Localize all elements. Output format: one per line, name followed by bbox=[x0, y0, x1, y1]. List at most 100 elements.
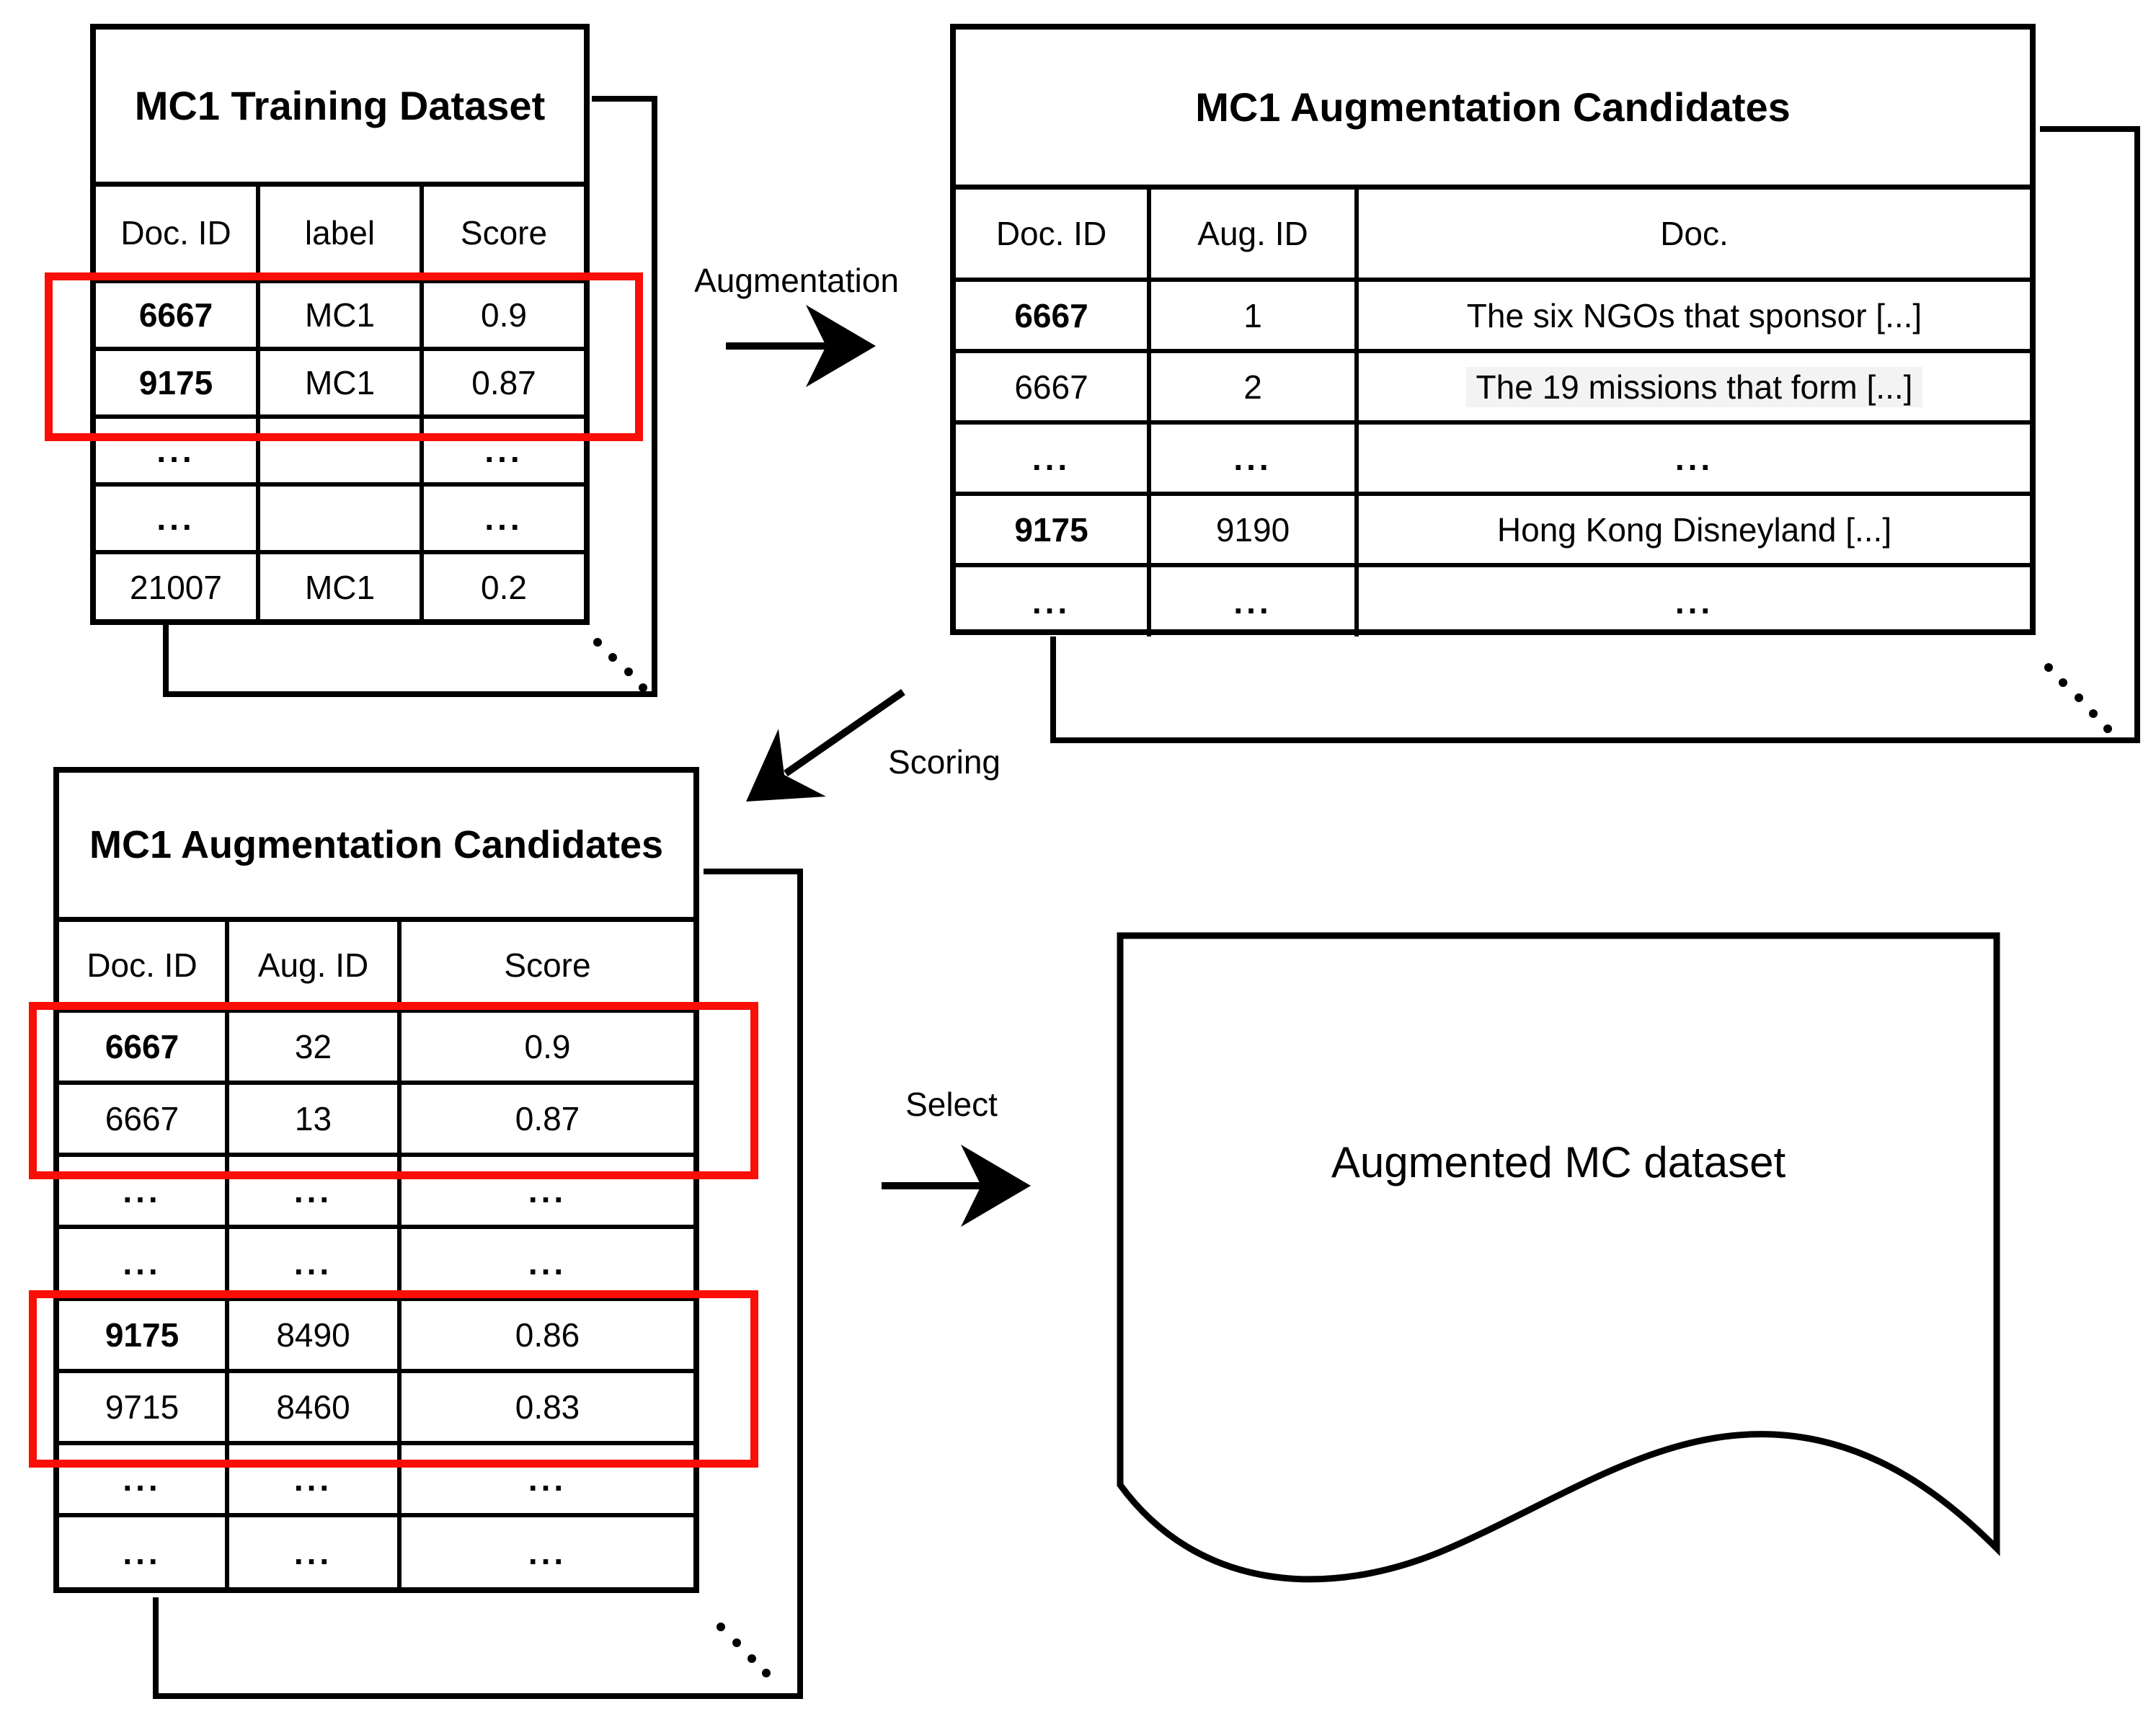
cell-score: ... bbox=[397, 1441, 696, 1517]
scoring-arrow-icon bbox=[746, 688, 905, 802]
table-title: MC1 Augmentation Candidates bbox=[956, 30, 2030, 190]
scored-candidates-table-grid: Doc. ID Aug. ID Score 6667 32 0.9 6667 1… bbox=[57, 920, 696, 1589]
table-header-row: Doc. ID label Score bbox=[94, 185, 586, 283]
table-row: 9175 8490 0.86 bbox=[57, 1297, 696, 1373]
cell-doc-text: The six NGOs that sponsor [...] bbox=[1354, 278, 2032, 353]
col-header-aug-id: Aug. ID bbox=[225, 920, 402, 1013]
table-title: MC1 Augmentation Candidates bbox=[59, 773, 693, 922]
cell-aug-id: 8460 bbox=[225, 1369, 402, 1445]
cell-doc-id: 6667 bbox=[57, 1081, 229, 1157]
table-header-row: Doc. ID Aug. ID Score bbox=[57, 920, 696, 1013]
table-row: 6667 32 0.9 bbox=[57, 1008, 696, 1085]
table-row: 9175 MC1 0.87 bbox=[94, 347, 586, 419]
cell-doc-id: ... bbox=[57, 1153, 229, 1229]
cell-score: 0.9 bbox=[397, 1008, 696, 1085]
table-row: ... ... ... bbox=[954, 420, 2032, 496]
cell-label: MC1 bbox=[256, 550, 424, 622]
cell-doc-id: 6667 bbox=[57, 1008, 229, 1085]
cell-doc-id: ... bbox=[57, 1513, 229, 1589]
cell-doc-text: The 19 missions that form [...] bbox=[1354, 349, 2032, 425]
cell-doc-id: ... bbox=[57, 1441, 229, 1517]
table-row: ... ... ... bbox=[57, 1225, 696, 1301]
cell-score: 0.87 bbox=[420, 347, 586, 419]
cell-doc-id: 6667 bbox=[954, 349, 1151, 425]
cell-label: MC1 bbox=[256, 279, 424, 351]
cell-aug-id: ... bbox=[225, 1225, 402, 1301]
augmentation-arrow-label: Augmentation bbox=[694, 262, 899, 299]
cell-score: 0.9 bbox=[420, 279, 586, 351]
table-row: ... ... ... bbox=[57, 1441, 696, 1517]
table-row: 9715 8460 0.83 bbox=[57, 1369, 696, 1445]
col-header-doc-id: Doc. ID bbox=[954, 187, 1151, 282]
cell-doc-id: 6667 bbox=[954, 278, 1151, 353]
table-row: 21007 MC1 0.2 bbox=[94, 550, 586, 622]
col-header-label: label bbox=[256, 185, 424, 283]
augmentation-arrow-icon bbox=[726, 305, 876, 387]
cell-aug-id: 9190 bbox=[1147, 492, 1359, 567]
table-row: 6667 1 The six NGOs that sponsor [...] bbox=[954, 278, 2032, 353]
cell-score: ... bbox=[397, 1225, 696, 1301]
col-header-score: Score bbox=[397, 920, 696, 1013]
training-table-back-page-outline bbox=[163, 96, 657, 697]
cell-score: ... bbox=[420, 414, 586, 487]
cell-doc-text: Hong Kong Disneyland [...] bbox=[1354, 492, 2032, 567]
training-table-grid: Doc. ID label Score 6667 MC1 0.9 9175 MC… bbox=[94, 185, 586, 622]
table-row: 6667 MC1 0.9 bbox=[94, 279, 586, 351]
cell-label: MC1 bbox=[256, 347, 424, 419]
table-row: 9175 9190 Hong Kong Disneyland [...] bbox=[954, 492, 2032, 567]
cell-doc-text: ... bbox=[1354, 420, 2032, 496]
scoring-arrow-label: Scoring bbox=[888, 743, 1001, 781]
cell-score: ... bbox=[397, 1513, 696, 1589]
cell-score: ... bbox=[397, 1153, 696, 1229]
cell-doc-id: 9175 bbox=[57, 1297, 229, 1373]
cell-doc-text: ... bbox=[1354, 563, 2032, 639]
cell-score: 0.83 bbox=[397, 1369, 696, 1445]
cell-aug-id: 13 bbox=[225, 1081, 402, 1157]
cell-aug-id: ... bbox=[225, 1513, 402, 1589]
cell-doc-id: ... bbox=[94, 414, 260, 487]
cell-doc-id: ... bbox=[57, 1225, 229, 1301]
table-row: 6667 2 The 19 missions that form [...] bbox=[954, 349, 2032, 425]
scored-candidates-corner-dots-icon bbox=[717, 1623, 771, 1677]
cell-aug-id: 1 bbox=[1147, 278, 1359, 353]
table-row: ... ... bbox=[94, 482, 586, 554]
cell-aug-id: ... bbox=[225, 1153, 402, 1229]
augmented-dataset-document-shape bbox=[1117, 932, 2000, 1583]
augmented-dataset-label: Augmented MC dataset bbox=[1331, 1138, 1786, 1186]
table-row: 6667 13 0.87 bbox=[57, 1081, 696, 1157]
cell-aug-id: 2 bbox=[1147, 349, 1359, 425]
cell-score: 0.2 bbox=[420, 550, 586, 622]
cell-doc-id: 9175 bbox=[94, 347, 260, 419]
aug-candidates-corner-dots-icon bbox=[2044, 663, 2112, 733]
col-header-doc-id: Doc. ID bbox=[57, 920, 229, 1013]
col-header-doc: Doc. bbox=[1354, 187, 2032, 282]
table-row: ... ... ... bbox=[57, 1513, 696, 1589]
cell-doc-id: ... bbox=[94, 482, 260, 554]
cell-doc-id: ... bbox=[954, 563, 1151, 639]
cell-score: ... bbox=[420, 482, 586, 554]
training-corner-dots-icon bbox=[593, 638, 647, 692]
col-header-doc-id: Doc. ID bbox=[94, 185, 260, 283]
cell-doc-id: 9175 bbox=[954, 492, 1151, 567]
table-mc1-augmentation-candidates-scores: MC1 Augmentation Candidates Doc. ID Aug.… bbox=[53, 767, 699, 1593]
cell-label bbox=[256, 482, 424, 554]
select-arrow-label: Select bbox=[905, 1086, 998, 1123]
cell-doc-id: 9715 bbox=[57, 1369, 229, 1445]
scored-candidates-back-page-outline bbox=[153, 869, 803, 1699]
select-arrow-icon bbox=[882, 1145, 1031, 1227]
cell-doc-id: 6667 bbox=[94, 279, 260, 351]
cell-doc-text-highlight: The 19 missions that form [...] bbox=[1465, 366, 1923, 407]
table-row: ... ... bbox=[94, 414, 586, 487]
cell-aug-id: ... bbox=[1147, 420, 1359, 496]
cell-aug-id: ... bbox=[225, 1441, 402, 1517]
cell-label bbox=[256, 414, 424, 487]
table-mc1-augmentation-candidates-docs: MC1 Augmentation Candidates Doc. ID Aug.… bbox=[950, 24, 2036, 639]
table-row: ... ... ... bbox=[954, 563, 2032, 639]
aug-candidates-back-page-outline bbox=[1050, 126, 2140, 743]
col-header-score: Score bbox=[420, 185, 586, 283]
cell-aug-id: 32 bbox=[225, 1008, 402, 1085]
aug-candidates-table-grid: Doc. ID Aug. ID Doc. 6667 1 The six NGOs… bbox=[954, 187, 2032, 639]
table-row: ... ... ... bbox=[57, 1153, 696, 1229]
